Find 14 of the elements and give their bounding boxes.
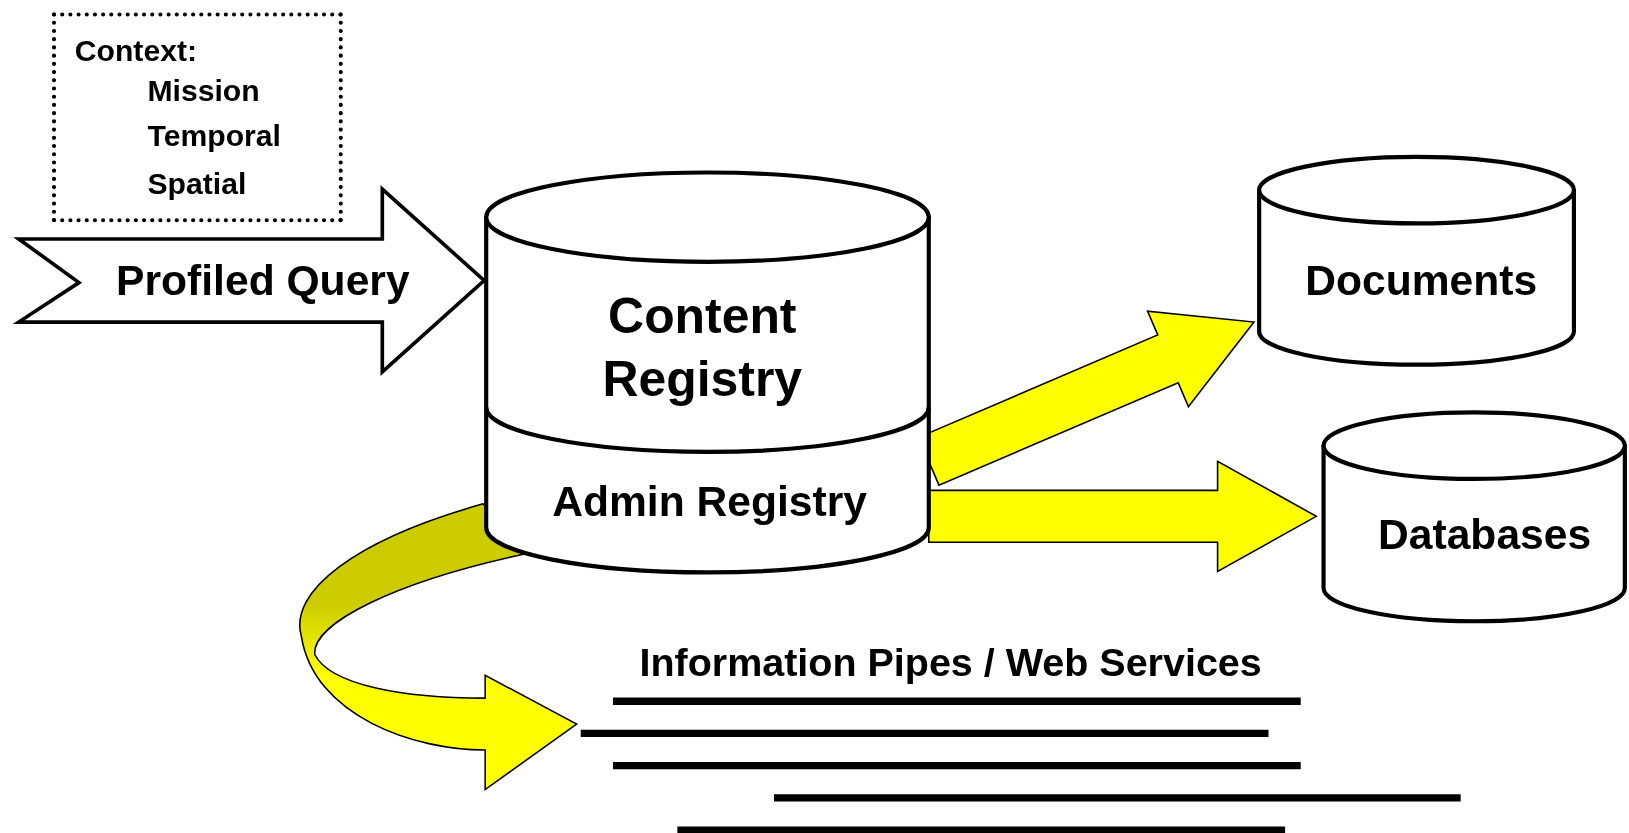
context-item: Spatial [147,168,247,202]
cylinder-label: Documents [1305,257,1538,305]
block-arrow [299,503,578,791]
context-box [51,12,343,223]
edge-label: Profiled Query [116,257,410,305]
cylinder-label: Databases [1378,511,1592,558]
cylinder-label: Admin Registry [552,478,867,526]
section-heading: Information Pipes / Web Services [639,642,1262,686]
context-heading: Context: [74,35,197,69]
block-arrow [928,459,1318,573]
block-arrow [12,185,487,376]
context-item: Mission [147,74,260,108]
context-item: Temporal [147,120,281,154]
cylinder-label: Content Registry [601,287,804,409]
